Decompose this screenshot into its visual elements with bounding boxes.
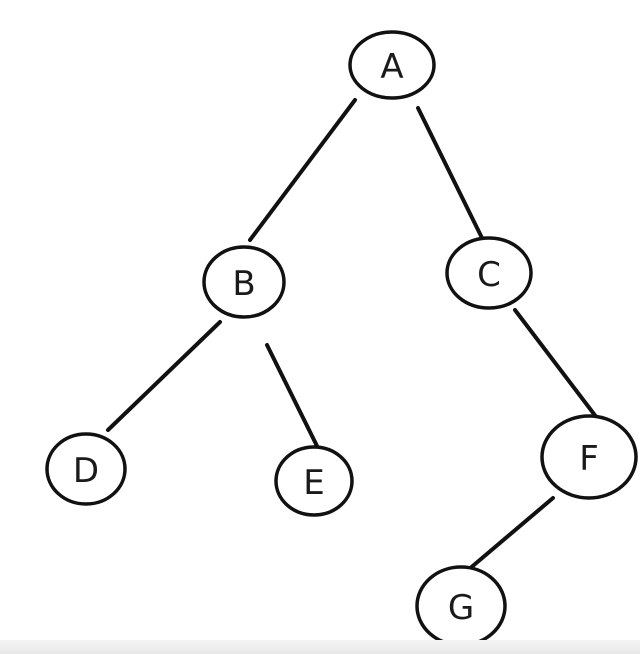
node-g: G (415, 565, 507, 647)
node-label-b: B (232, 264, 255, 304)
node-f: F (540, 414, 638, 500)
tree-nodes: A B C D E F G (45, 30, 638, 647)
bottom-strip (0, 640, 640, 654)
edge-f-g (466, 496, 555, 572)
node-circle-b (202, 245, 286, 319)
node-c: C (445, 236, 533, 310)
node-b: B (202, 245, 286, 319)
edge-b-e (265, 343, 320, 450)
node-circle-e (274, 445, 354, 517)
edge-a-c (416, 106, 485, 242)
node-d: D (45, 432, 127, 506)
node-e: E (274, 445, 354, 517)
node-label-e: E (303, 463, 324, 503)
node-label-c: C (477, 255, 501, 295)
node-circle-a (348, 30, 436, 100)
tree-edges (106, 98, 599, 572)
node-label-d: D (73, 451, 99, 491)
node-label-a: A (380, 47, 403, 87)
node-circle-c (445, 236, 533, 310)
edge-a-b (248, 98, 357, 242)
edge-b-d (106, 320, 222, 432)
node-a: A (348, 30, 436, 100)
node-circle-f (540, 414, 638, 500)
edge-c-f (513, 308, 599, 420)
node-label-g: G (448, 588, 474, 628)
node-label-f: F (579, 439, 599, 479)
node-circle-d (45, 432, 127, 506)
